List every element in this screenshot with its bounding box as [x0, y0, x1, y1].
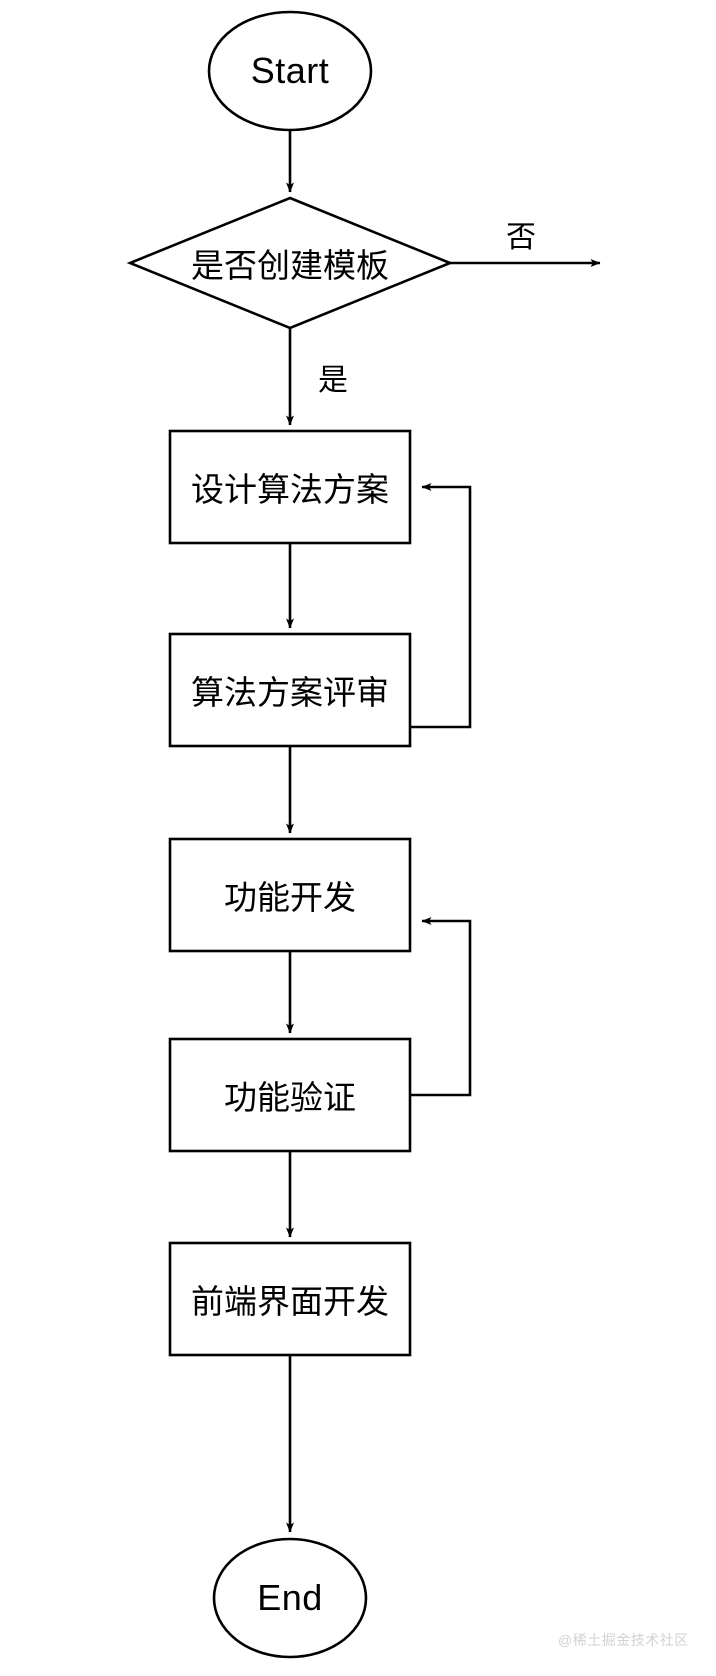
node-decision[interactable]	[126, 196, 454, 330]
edge-label-no: 否	[506, 221, 536, 254]
node-review[interactable]	[168, 632, 412, 748]
edge-verify-to-develop-loop	[410, 917, 472, 1097]
node-start[interactable]	[207, 10, 373, 132]
node-frontend[interactable]	[168, 1241, 412, 1357]
watermark: @稀土掘金技术社区	[558, 1632, 689, 1648]
node-verify[interactable]	[168, 1037, 412, 1153]
node-design[interactable]	[168, 429, 412, 545]
edge-label-yes: 是	[318, 364, 348, 397]
node-end[interactable]	[212, 1537, 368, 1659]
node-develop[interactable]	[168, 837, 412, 953]
edge-review-to-design-loop	[410, 483, 472, 729]
